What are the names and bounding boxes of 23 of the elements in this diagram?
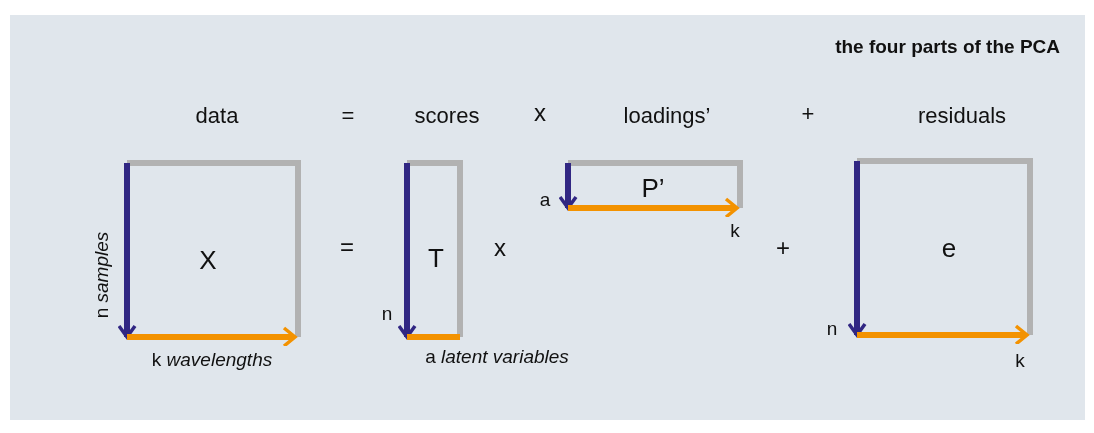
dimension-label: k wavelengths xyxy=(151,349,273,371)
equation-term: = xyxy=(341,103,355,129)
matrix-symbol: T xyxy=(428,242,444,274)
dimension-label: a xyxy=(539,189,551,211)
dimension-label: a latent variables xyxy=(425,346,569,368)
dimension-label: n xyxy=(381,303,393,325)
equation-term: residuals xyxy=(918,103,1006,129)
matrix-symbol: X xyxy=(199,244,217,276)
equation-term: x xyxy=(534,99,546,127)
equation-term: loadings’ xyxy=(623,103,711,129)
dimension-label: n xyxy=(826,318,838,340)
dimension-label: k xyxy=(1015,350,1025,372)
equation-term: data xyxy=(195,103,239,129)
equation-term: scores xyxy=(414,103,480,129)
equation-term: + xyxy=(801,101,815,127)
matrix-symbol: e xyxy=(941,232,957,264)
equation-term: = xyxy=(340,233,354,261)
dimension-label: k xyxy=(730,220,740,242)
matrix-symbol: P’ xyxy=(641,172,665,204)
dimension-label: n samples xyxy=(91,231,113,319)
equation-term: + xyxy=(776,234,790,262)
diagram-title: the four parts of the PCA xyxy=(835,36,1060,58)
equation-term: x xyxy=(494,234,506,262)
